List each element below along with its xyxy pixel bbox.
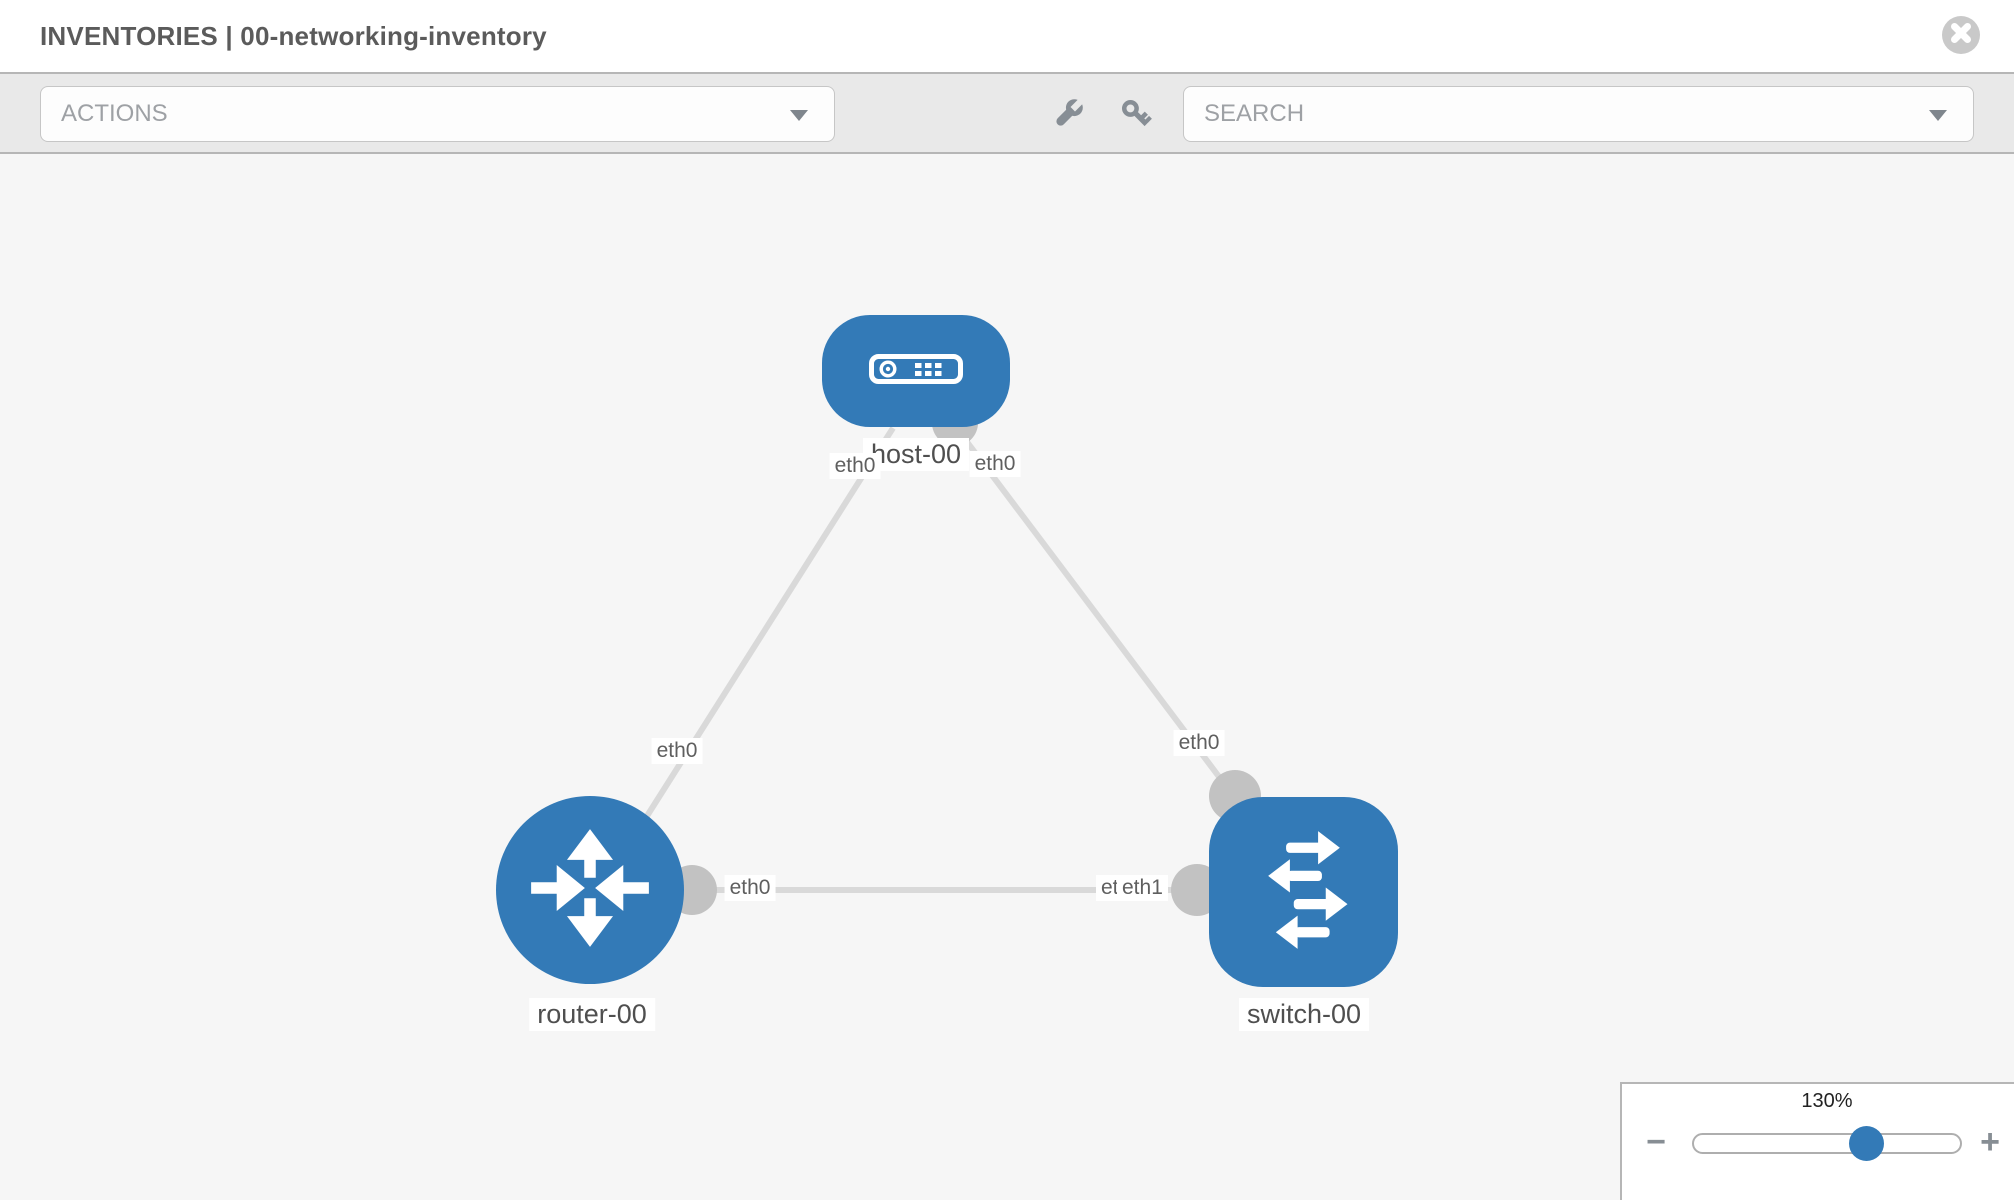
host-icon	[869, 353, 963, 389]
search-dropdown[interactable]: SEARCH	[1183, 86, 1974, 142]
topology-canvas[interactable]: host-00 router-00 switch-00 eth0 eth0 et…	[0, 154, 2014, 1200]
zoom-panel: 130% − +	[1620, 1082, 2014, 1200]
caret-down-icon	[1929, 110, 1947, 121]
zoom-slider-thumb[interactable]	[1849, 1126, 1884, 1161]
configure-button[interactable]	[1050, 96, 1086, 132]
toolbar: ACTIONS SEARCH	[0, 72, 2014, 154]
router-icon	[526, 824, 654, 957]
switch-icon	[1240, 826, 1368, 959]
node-label-router: router-00	[529, 998, 655, 1031]
page-header: INVENTORIES | 00-networking-inventory	[0, 0, 2014, 72]
wrench-icon	[1050, 99, 1086, 136]
actions-dropdown[interactable]: ACTIONS	[40, 86, 835, 142]
ports	[667, 400, 1261, 916]
interface-label-router-top: eth0	[651, 738, 703, 764]
node-label-host: host-00	[862, 438, 970, 471]
interface-label-router-right: eth0	[724, 875, 776, 901]
zoom-slider-track[interactable]	[1692, 1133, 1962, 1154]
interface-label-host-left: eth0	[829, 453, 881, 479]
interface-label-switch-top: eth0	[1173, 730, 1225, 756]
interface-label-host-right: eth0	[969, 451, 1021, 477]
actions-placeholder: ACTIONS	[61, 100, 168, 127]
node-label-switch: switch-00	[1238, 998, 1370, 1031]
links[interactable]	[644, 426, 1238, 893]
zoom-in-button[interactable]: +	[1980, 1123, 2000, 1161]
node-router-00[interactable]	[496, 796, 684, 984]
interface-label-switch-left-front: eth1	[1117, 875, 1168, 901]
links-layer	[644, 400, 1261, 916]
caret-down-icon	[790, 110, 808, 121]
node-host-00[interactable]	[822, 315, 1010, 427]
zoom-out-button[interactable]: −	[1646, 1123, 1666, 1161]
page-title: INVENTORIES | 00-networking-inventory	[40, 21, 547, 51]
search-placeholder: SEARCH	[1204, 100, 1305, 127]
zoom-value: 130%	[1801, 1090, 1853, 1112]
node-switch-00[interactable]	[1209, 797, 1398, 987]
close-icon	[1942, 14, 1980, 57]
key-button[interactable]	[1118, 96, 1154, 132]
key-icon	[1118, 99, 1154, 136]
close-button[interactable]	[1942, 16, 1980, 54]
